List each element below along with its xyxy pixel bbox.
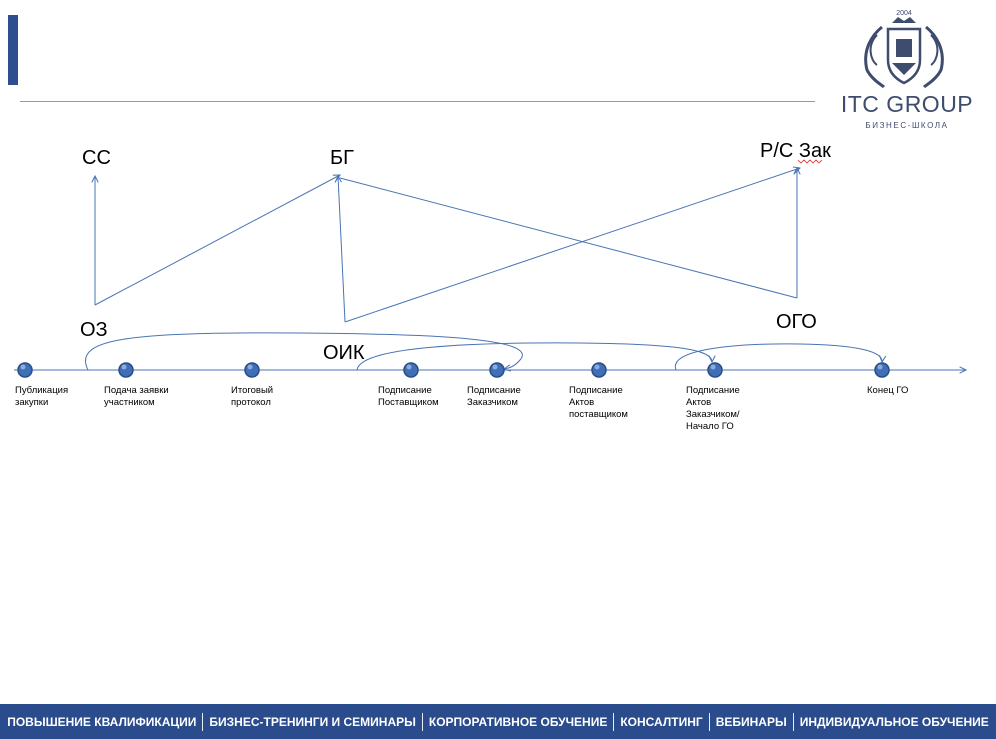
timeline-node-highlight: [594, 364, 600, 370]
logo-subtitle: БИЗНЕС-ШКОЛА: [865, 121, 949, 130]
timeline-label: закупки: [15, 397, 48, 408]
timeline-node-highlight: [20, 364, 26, 370]
label-oik: ОИК: [323, 342, 365, 364]
timeline-node: [874, 362, 890, 378]
label-ogo: ОГО: [776, 311, 817, 333]
timeline-node: [489, 362, 505, 378]
timeline-label: Актов: [686, 397, 711, 408]
line-bg-to-ogo: [339, 177, 798, 299]
timeline-label: Подписание: [686, 385, 740, 396]
spellcheck-underline: [797, 159, 823, 164]
footer-nav-item[interactable]: ВЕБИНАРЫ: [715, 714, 787, 729]
footer-separator: [202, 712, 204, 731]
timeline-label: участником: [104, 397, 155, 408]
timeline-label: Подача заявки: [104, 385, 169, 396]
timeline-node-highlight: [710, 364, 716, 370]
footer-nav: ПОВЫШЕНИЕ КВАЛИФИКАЦИИ БИЗНЕС-ТРЕНИНГИ И …: [0, 704, 996, 739]
arc-oz: [84, 332, 523, 370]
timeline-label: Заказчиком: [467, 397, 518, 408]
footer-separator: [792, 712, 794, 731]
arrow-oz-to-bg: [94, 175, 340, 306]
timeline-label: Поставщиком: [378, 397, 439, 408]
timeline-node: [118, 362, 134, 378]
timeline-node-highlight: [492, 364, 498, 370]
header-divider: [20, 101, 815, 102]
timeline-node: [17, 362, 33, 378]
timeline-label: Конец ГО: [867, 385, 908, 396]
footer-nav-item[interactable]: КОНСАЛТИНГ: [620, 714, 703, 729]
footer-nav-item[interactable]: КОРПОРАТИВНОЕ ОБУЧЕНИЕ: [428, 714, 608, 729]
footer-separator: [613, 712, 615, 731]
itc-group-logo: 2004 ITC GROUP БИЗНЕС-ШКОЛА: [822, 5, 987, 133]
footer-separator: [421, 712, 423, 731]
timeline-label: поставщиком: [569, 409, 628, 420]
label-oz: ОЗ: [80, 319, 108, 341]
timeline-label: Подписание: [467, 385, 521, 396]
arc-ogo: [674, 343, 882, 371]
footer-nav-item[interactable]: ПОВЫШЕНИЕ КВАЛИФИКАЦИИ: [7, 714, 197, 729]
logo-name: ITC GROUP: [840, 91, 974, 117]
timeline-node-highlight: [121, 364, 127, 370]
timeline-node-highlight: [247, 364, 253, 370]
timeline-label: Подписание: [569, 385, 623, 396]
timeline-node: [591, 362, 607, 378]
timeline-label: Подписание: [378, 385, 432, 396]
timeline-node: [403, 362, 419, 378]
timeline-node-highlight: [406, 364, 412, 370]
crest-emblem: 2004: [864, 10, 944, 89]
timeline-label: Начало ГО: [686, 421, 734, 432]
timeline-label: Итоговый: [231, 385, 273, 396]
label-bg: БГ: [330, 147, 354, 169]
timeline-node: [244, 362, 260, 378]
procurement-diagram: СС БГ Р/С Зак ОЗ ОИК ОГО Публикациязакуп…: [14, 140, 996, 432]
label-rs-zak: Р/С Зак: [760, 140, 831, 162]
logo-year: 2004: [896, 10, 912, 17]
timeline-label: Актов: [569, 397, 594, 408]
footer-nav-item[interactable]: ИНДИВИДУАЛЬНОЕ ОБУЧЕНИЕ: [799, 714, 989, 729]
label-ss: СС: [82, 147, 111, 169]
timeline-label: Публикация: [15, 385, 68, 396]
timeline-label: Заказчиком/: [686, 409, 740, 420]
footer-nav-item[interactable]: БИЗНЕС-ТРЕНИНГИ И СЕМИНАРЫ: [209, 714, 416, 729]
footer-separator: [708, 712, 710, 731]
timeline-node-highlight: [877, 364, 883, 370]
arrow-oik-to-bg: [338, 176, 346, 323]
accent-bar: [8, 15, 18, 85]
timeline-node: [707, 362, 723, 378]
timeline-label: протокол: [231, 397, 271, 408]
arrow-oik-to-rs: [344, 168, 800, 323]
